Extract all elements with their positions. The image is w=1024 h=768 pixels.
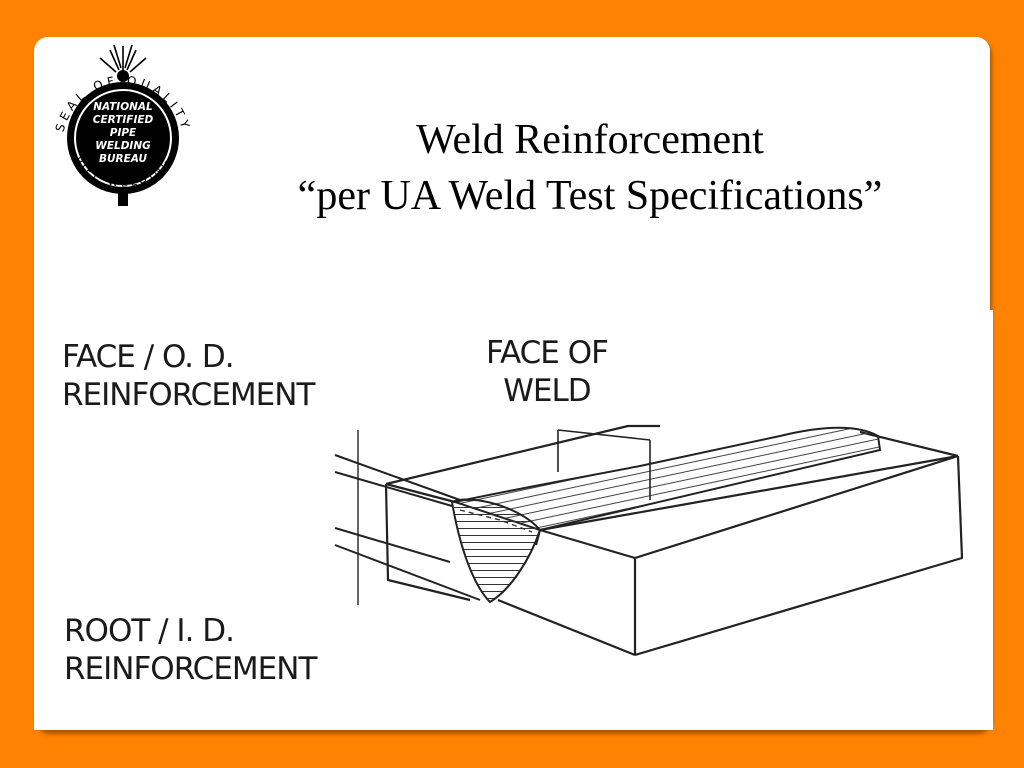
face-of-weld-dimension (557, 429, 651, 500)
reinforcement-extension-lines (334, 430, 481, 605)
seal-line-2: CERTIFIED (93, 114, 154, 126)
slide-title: Weld Reinforcement “per UA Weld Test Spe… (220, 112, 960, 224)
seal-line-1: NATIONAL (93, 101, 153, 113)
weld-face-bead (451, 426, 882, 532)
seal-line-5: BUREAU (99, 153, 147, 165)
label-root-id-reinforcement: ROOT / I. D. REINFORCEMENT (64, 613, 317, 687)
title-line-2: “per UA Weld Test Specifications” (297, 173, 883, 219)
title-line-1: Weld Reinforcement (416, 117, 764, 163)
seal-line-3: PIPE (110, 127, 137, 139)
label-face-od-reinforcement: FACE / O. D. REINFORCEMENT (62, 339, 315, 413)
label-face-of-weld: FACE OF WELD (486, 335, 609, 409)
seal-logo: SEAL OF QUALITY PIPE WELDING NATIONAL CE… (53, 44, 189, 206)
seal-line-4: WELDING (95, 140, 151, 152)
plate-body (384, 424, 964, 657)
weld-cross-section (450, 498, 542, 604)
